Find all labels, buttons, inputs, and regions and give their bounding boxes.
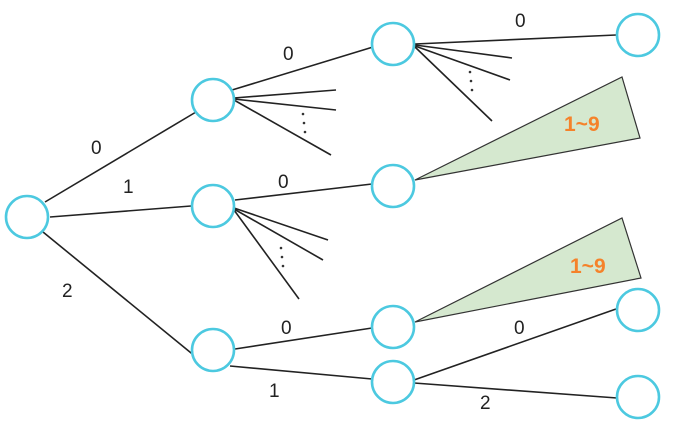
edge-g-to-upper-leaf bbox=[413, 308, 617, 381]
node-d bbox=[370, 21, 416, 67]
node-g bbox=[370, 359, 416, 405]
edge-label-a-to-d: 0 bbox=[283, 44, 294, 65]
edge-label-g-to-upper-leaf: 0 bbox=[514, 318, 525, 339]
edge-label-root-to-c: 2 bbox=[62, 281, 73, 302]
node-b bbox=[190, 183, 236, 229]
edge-label-root-to-a: 0 bbox=[91, 138, 102, 159]
range-triangle-upper bbox=[414, 76, 641, 181]
edge-label-c-to-g: 1 bbox=[269, 381, 280, 402]
edge-label-d-to-leaf: 0 bbox=[515, 11, 526, 32]
fan-from-node-a bbox=[233, 89, 337, 156]
node-root bbox=[4, 194, 50, 240]
ellipsis-b bbox=[279, 246, 285, 268]
edge-root-to-c bbox=[42, 231, 197, 358]
edge-c-to-g bbox=[229, 365, 373, 380]
node-leaf-lower bbox=[615, 374, 661, 420]
node-e bbox=[370, 163, 416, 209]
fan-from-node-d bbox=[414, 44, 513, 122]
edge-label-g-to-lower-leaf: 2 bbox=[480, 393, 491, 414]
edge-label-root-to-b: 1 bbox=[123, 177, 134, 198]
node-a bbox=[190, 77, 236, 123]
range-label-lower: 1~9 bbox=[570, 255, 606, 278]
fan-from-node-b bbox=[233, 207, 329, 300]
edge-root-to-a bbox=[44, 111, 197, 203]
edge-a-to-d bbox=[231, 46, 374, 91]
node-leaf-upper bbox=[615, 287, 661, 333]
node-c bbox=[190, 327, 236, 373]
ellipsis-d bbox=[468, 70, 474, 92]
range-label-upper: 1~9 bbox=[564, 113, 600, 136]
range-triangle-lower bbox=[414, 217, 642, 323]
edge-label-c-to-f: 0 bbox=[281, 318, 292, 339]
edge-label-b-to-e: 0 bbox=[278, 172, 289, 193]
edge-root-to-b bbox=[49, 205, 192, 218]
node-f bbox=[370, 304, 416, 350]
ellipsis-a bbox=[301, 112, 307, 134]
edge-b-to-e bbox=[234, 183, 373, 201]
edge-c-to-f bbox=[234, 327, 373, 350]
edge-g-to-lower-leaf bbox=[413, 382, 618, 399]
node-leaf-top bbox=[615, 12, 661, 58]
edge-d-to-leaf bbox=[414, 34, 617, 45]
